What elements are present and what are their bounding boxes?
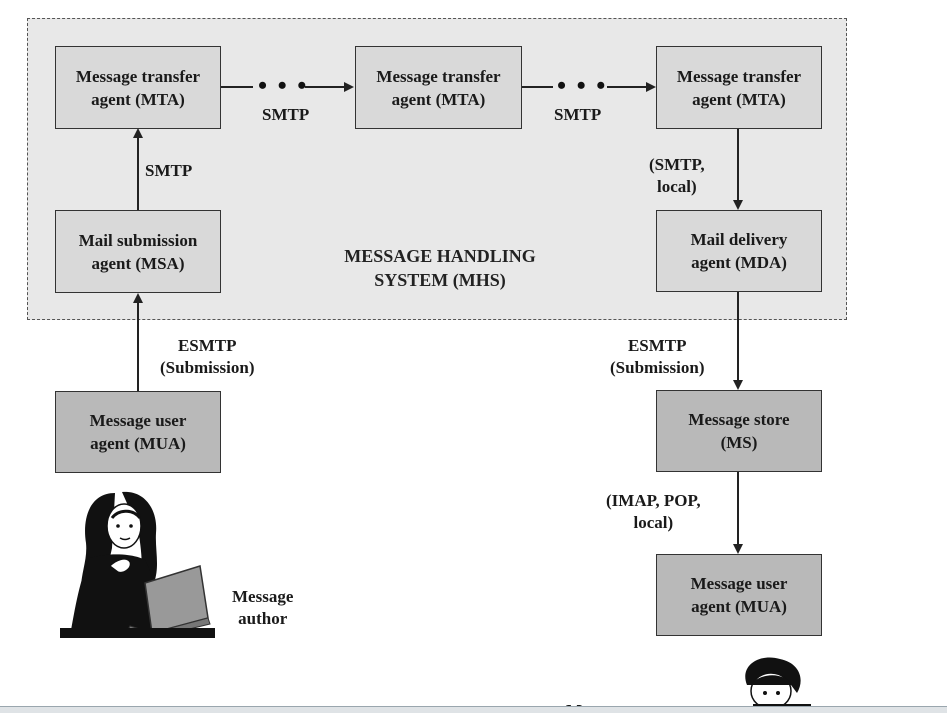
esmtp-right-label: ESMTP (Submission) — [610, 336, 705, 377]
message-recipient-label: Message — [566, 700, 627, 708]
message-store-box: Message store(MS) — [656, 390, 822, 472]
ellipsis-1: • • • — [258, 71, 309, 100]
imap-pop-label: (IMAP, POP, local) — [606, 491, 701, 532]
message-author-illustration — [60, 491, 215, 638]
ellipsis-2: • • • — [557, 71, 608, 100]
window-bottom-edge — [0, 706, 947, 713]
mhs-label: MESSAGE HANDLING SYSTEM (MHS) — [344, 246, 536, 290]
esmtp-left-label: ESMTP (Submission) — [160, 336, 255, 377]
message-recipient-illustration — [745, 657, 811, 707]
smtp-label-1: SMTP — [262, 105, 310, 124]
smtp-label-3: SMTP — [145, 161, 193, 180]
smtp-label-2: SMTP — [554, 105, 602, 124]
smtp-local-label: (SMTP, local) — [649, 155, 705, 196]
message-author-label: Message author — [232, 587, 294, 628]
